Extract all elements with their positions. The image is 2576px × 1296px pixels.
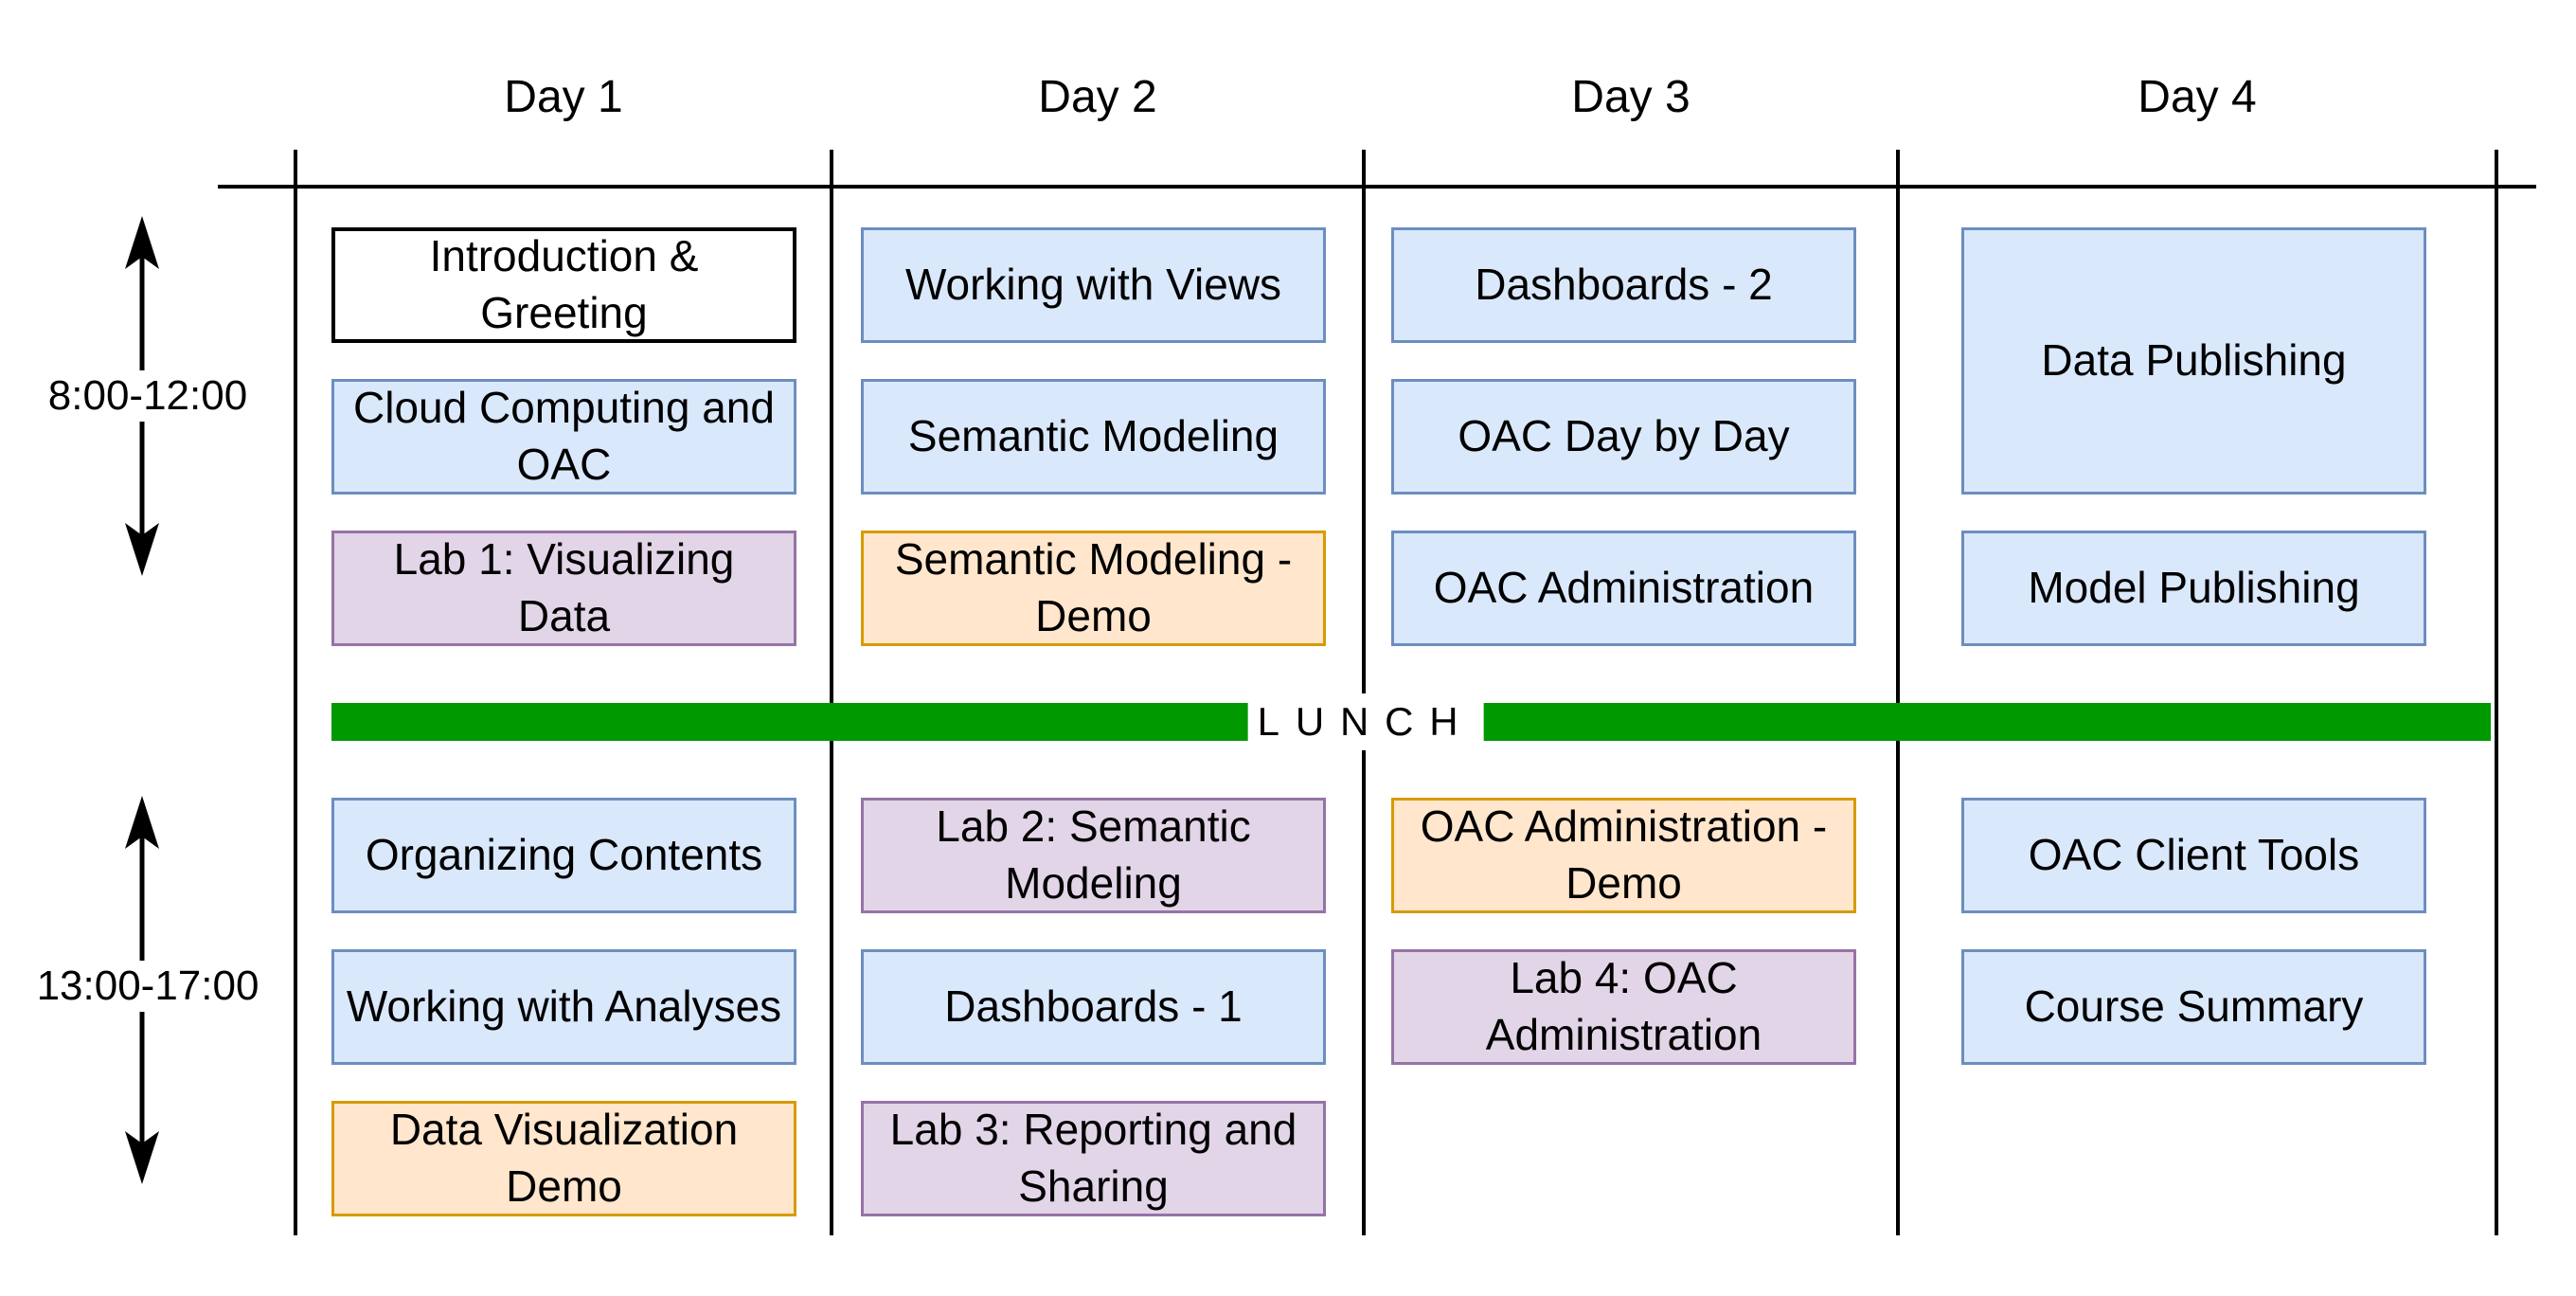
session-box: Organizing Contents bbox=[331, 798, 796, 913]
day-column-divider-line bbox=[1362, 150, 1366, 1235]
session-title: Dashboards - 1 bbox=[944, 981, 1243, 1032]
timeline-top-rule bbox=[218, 185, 2536, 189]
session-title: Organizing Contents bbox=[365, 830, 763, 880]
session-box: Semantic Modeling bbox=[861, 379, 1326, 495]
session-box: Lab 3: Reporting and Sharing bbox=[861, 1101, 1326, 1216]
day-header-4: Day 4 bbox=[2138, 71, 2257, 122]
session-box: Data Publishing bbox=[1961, 227, 2426, 495]
session-box: Dashboards - 2 bbox=[1391, 227, 1856, 343]
session-box: Lab 1: Visualizing Data bbox=[331, 531, 796, 646]
session-title: OAC Day by Day bbox=[1458, 411, 1790, 461]
session-box: Lab 2: Semantic Modeling bbox=[861, 798, 1326, 913]
session-title: Course Summary bbox=[2024, 981, 2364, 1032]
afternoon-time-label: 13:00-17:00 bbox=[32, 961, 263, 1012]
session-title: OAC Administration bbox=[1433, 563, 1815, 613]
lunch-label: LUNCH bbox=[1247, 693, 1484, 750]
session-title: Working with Analyses bbox=[346, 981, 782, 1032]
session-box: OAC Administration bbox=[1391, 531, 1856, 646]
session-title: Semantic Modeling bbox=[907, 411, 1279, 461]
session-title: Lab 1: Visualizing Data bbox=[393, 534, 735, 640]
session-title: Cloud Computing and OAC bbox=[353, 383, 775, 489]
session-title: Lab 2: Semantic Modeling bbox=[936, 801, 1251, 908]
session-title: Introduction & Greeting bbox=[429, 231, 699, 337]
session-box: Dashboards - 1 bbox=[861, 949, 1326, 1065]
session-title: Lab 3: Reporting and Sharing bbox=[889, 1105, 1297, 1211]
session-title: Dashboards - 2 bbox=[1475, 260, 1773, 310]
session-title: Semantic Modeling - Demo bbox=[894, 534, 1293, 640]
day-column-divider-line bbox=[830, 150, 833, 1235]
session-box: OAC Administration - Demo bbox=[1391, 798, 1856, 913]
session-box: OAC Day by Day bbox=[1391, 379, 1856, 495]
day-header-3: Day 3 bbox=[1571, 71, 1690, 122]
day-column-divider-line bbox=[294, 150, 297, 1235]
session-box: Introduction & Greeting bbox=[331, 227, 796, 343]
session-title: Working with Views bbox=[904, 260, 1282, 310]
session-title: OAC Administration - Demo bbox=[1420, 801, 1828, 908]
session-box: Course Summary bbox=[1961, 949, 2426, 1065]
session-box: Data Visualization Demo bbox=[331, 1101, 796, 1216]
session-box: Working with Views bbox=[861, 227, 1326, 343]
session-box: Working with Analyses bbox=[331, 949, 796, 1065]
session-box: Cloud Computing and OAC bbox=[331, 379, 796, 495]
day-header-1: Day 1 bbox=[504, 71, 623, 122]
session-box: Semantic Modeling - Demo bbox=[861, 531, 1326, 646]
session-box: OAC Client Tools bbox=[1961, 798, 2426, 913]
session-title: OAC Client Tools bbox=[2028, 830, 2360, 880]
session-box: Lab 4: OAC Administration bbox=[1391, 949, 1856, 1065]
morning-time-label: 8:00-12:00 bbox=[44, 370, 252, 422]
day-column-divider-line bbox=[1896, 150, 1900, 1235]
day-header-2: Day 2 bbox=[1038, 71, 1157, 122]
day-column-divider-line bbox=[2495, 150, 2498, 1235]
session-title: Data Visualization Demo bbox=[389, 1105, 739, 1211]
session-title: Model Publishing bbox=[2028, 563, 2360, 613]
session-title: Data Publishing bbox=[2041, 335, 2347, 386]
session-title: Lab 4: OAC Administration bbox=[1485, 953, 1762, 1059]
session-box: Model Publishing bbox=[1961, 531, 2426, 646]
